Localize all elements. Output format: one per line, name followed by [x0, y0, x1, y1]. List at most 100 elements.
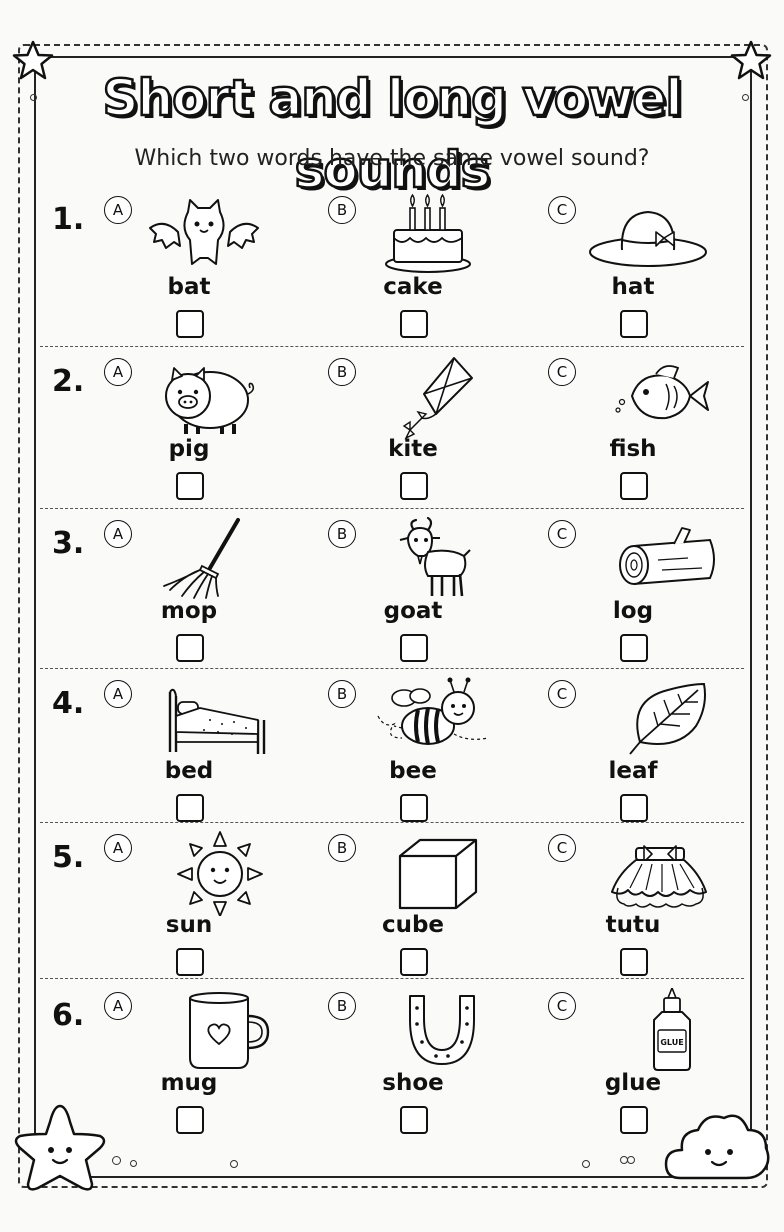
option-letter-badge: A — [104, 196, 132, 224]
option-letter-badge: C — [548, 196, 576, 224]
option-b: B bee — [328, 676, 528, 836]
row-divider — [40, 346, 744, 347]
option-letter-badge: C — [548, 834, 576, 862]
question-row-3: 3. A mop B goat C — [40, 516, 744, 676]
option-b: B goat — [328, 516, 528, 676]
decor-dot — [742, 94, 749, 101]
option-word: goat — [383, 598, 443, 624]
option-word: cake — [383, 274, 443, 300]
question-number: 2. — [52, 364, 85, 399]
option-word: bed — [164, 758, 214, 784]
star-top-right-icon — [730, 40, 772, 80]
option-letter-badge: B — [328, 358, 356, 386]
star-top-left-icon — [12, 40, 54, 80]
option-letter-badge: A — [104, 834, 132, 862]
answer-checkbox[interactable] — [400, 472, 428, 500]
option-letter-badge: B — [328, 680, 356, 708]
option-letter-badge: C — [548, 520, 576, 548]
option-letter-badge: B — [328, 834, 356, 862]
question-number: 5. — [52, 840, 85, 875]
kite-icon — [402, 357, 473, 440]
answer-checkbox[interactable] — [176, 948, 204, 976]
bed-icon — [168, 688, 266, 754]
log-icon — [619, 527, 715, 585]
answer-checkbox[interactable] — [620, 948, 648, 976]
option-word: leaf — [608, 758, 658, 784]
option-word: shoe — [382, 1070, 444, 1096]
question-number: 4. — [52, 686, 85, 721]
bat-icon — [149, 199, 259, 265]
option-word: mop — [160, 598, 218, 624]
decor-dot — [230, 1160, 238, 1168]
option-letter-badge: C — [548, 680, 576, 708]
smiling-star-icon — [14, 1104, 106, 1191]
option-c: C fish — [548, 354, 748, 514]
decor-dot — [112, 1156, 121, 1165]
answer-checkbox[interactable] — [176, 794, 204, 822]
row-divider — [40, 822, 744, 823]
horseshoe-icon — [409, 995, 475, 1065]
option-b: B cake — [328, 192, 528, 352]
answer-checkbox[interactable] — [620, 634, 648, 662]
option-a: A mug — [104, 988, 304, 1148]
goat-icon — [399, 516, 471, 597]
option-letter-badge: B — [328, 520, 356, 548]
row-divider — [40, 978, 744, 979]
question-row-1: 1. A bat B cake C — [40, 192, 744, 352]
leaf-icon — [629, 682, 706, 755]
decor-dot — [627, 1156, 635, 1164]
answer-checkbox[interactable] — [400, 310, 428, 338]
cube-icon — [398, 838, 478, 910]
worksheet-instructions: Which two words have the same vowel soun… — [134, 146, 650, 171]
option-c: C tutu — [548, 830, 748, 990]
page-border — [34, 56, 752, 1178]
option-word: bee — [389, 758, 437, 784]
decor-dot — [130, 1160, 137, 1167]
option-a: A sun — [104, 830, 304, 990]
answer-checkbox[interactable] — [176, 1106, 204, 1134]
decor-dot — [30, 94, 37, 101]
option-word: sun — [165, 912, 213, 938]
option-letter-badge: A — [104, 520, 132, 548]
answer-checkbox[interactable] — [400, 634, 428, 662]
option-word: kite — [388, 436, 438, 462]
answer-checkbox[interactable] — [400, 794, 428, 822]
row-divider — [40, 668, 744, 669]
option-letter-badge: B — [328, 992, 356, 1020]
question-number: 1. — [52, 202, 85, 237]
option-letter-badge: A — [104, 358, 132, 386]
option-word: pig — [168, 436, 210, 462]
option-b: B cube — [328, 830, 528, 990]
answer-checkbox[interactable] — [176, 310, 204, 338]
cake-icon — [385, 193, 471, 273]
option-word: fish — [609, 436, 657, 462]
answer-checkbox[interactable] — [620, 1106, 648, 1134]
option-c: C log — [548, 516, 748, 676]
option-word: mug — [160, 1070, 218, 1096]
glue-label: GLUE — [660, 1038, 683, 1047]
question-number: 3. — [52, 526, 85, 561]
answer-checkbox[interactable] — [176, 634, 204, 662]
answer-checkbox[interactable] — [400, 1106, 428, 1134]
row-divider — [40, 508, 744, 509]
question-row-6: 6. A mug B shoe C GLUE glue — [40, 988, 744, 1148]
option-word: bat — [167, 274, 211, 300]
bee-icon — [377, 677, 489, 745]
option-word: hat — [611, 274, 655, 300]
option-word: tutu — [605, 912, 661, 938]
answer-checkbox[interactable] — [620, 472, 648, 500]
hat-icon — [589, 210, 707, 267]
option-letter-badge: B — [328, 196, 356, 224]
option-letter-badge: C — [548, 992, 576, 1020]
answer-checkbox[interactable] — [400, 948, 428, 976]
worksheet-title: Short and long vowel sounds — [101, 68, 683, 201]
option-letter-badge: A — [104, 680, 132, 708]
option-b: B shoe — [328, 988, 528, 1148]
option-a: A mop — [104, 516, 304, 676]
tutu-icon — [611, 845, 707, 908]
answer-checkbox[interactable] — [620, 794, 648, 822]
smiling-cloud-icon — [664, 1114, 770, 1180]
answer-checkbox[interactable] — [620, 310, 648, 338]
answer-checkbox[interactable] — [176, 472, 204, 500]
page-border-dashed — [18, 44, 768, 1188]
